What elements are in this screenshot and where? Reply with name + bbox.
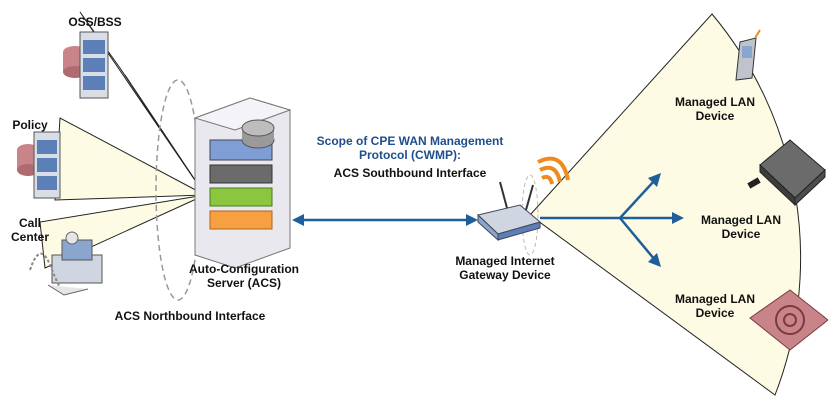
router-icon (476, 181, 542, 242)
lan-device-3-label: Managed LAN Device (674, 292, 755, 320)
set-top-box-icon (747, 139, 826, 207)
call-center-label: Call Center (10, 216, 49, 244)
oss-bss-database-icon (63, 31, 109, 99)
southbound-arrow (292, 214, 478, 226)
gateway-label: Managed Internet Gateway Device (455, 254, 555, 282)
lan-arrows (540, 173, 684, 267)
lan-device-icon (749, 289, 828, 351)
lan-device-1-label: Managed LAN Device (674, 95, 755, 123)
policy-database-icon (17, 131, 61, 199)
acs-label: Auto-Configuration Server (ACS) (189, 262, 299, 290)
wifi-signal-icon (537, 156, 570, 185)
lan-fan (529, 13, 802, 396)
policy-label: Policy (12, 118, 48, 132)
oss-bss-label: OSS/BSS (68, 15, 122, 29)
call-center-icon (29, 231, 103, 296)
acs-server-icon (193, 97, 292, 269)
cwmp-scope-label: Scope of CPE WAN Management Protocol (CW… (316, 134, 504, 162)
southbound-label: ACS Southbound Interface (333, 166, 487, 180)
mobile-phone-icon (735, 29, 761, 81)
lan-device-2-label: Managed LAN Device (700, 213, 781, 241)
northbound-label: ACS Northbound Interface (114, 309, 266, 323)
gateway-boundary (521, 174, 539, 256)
